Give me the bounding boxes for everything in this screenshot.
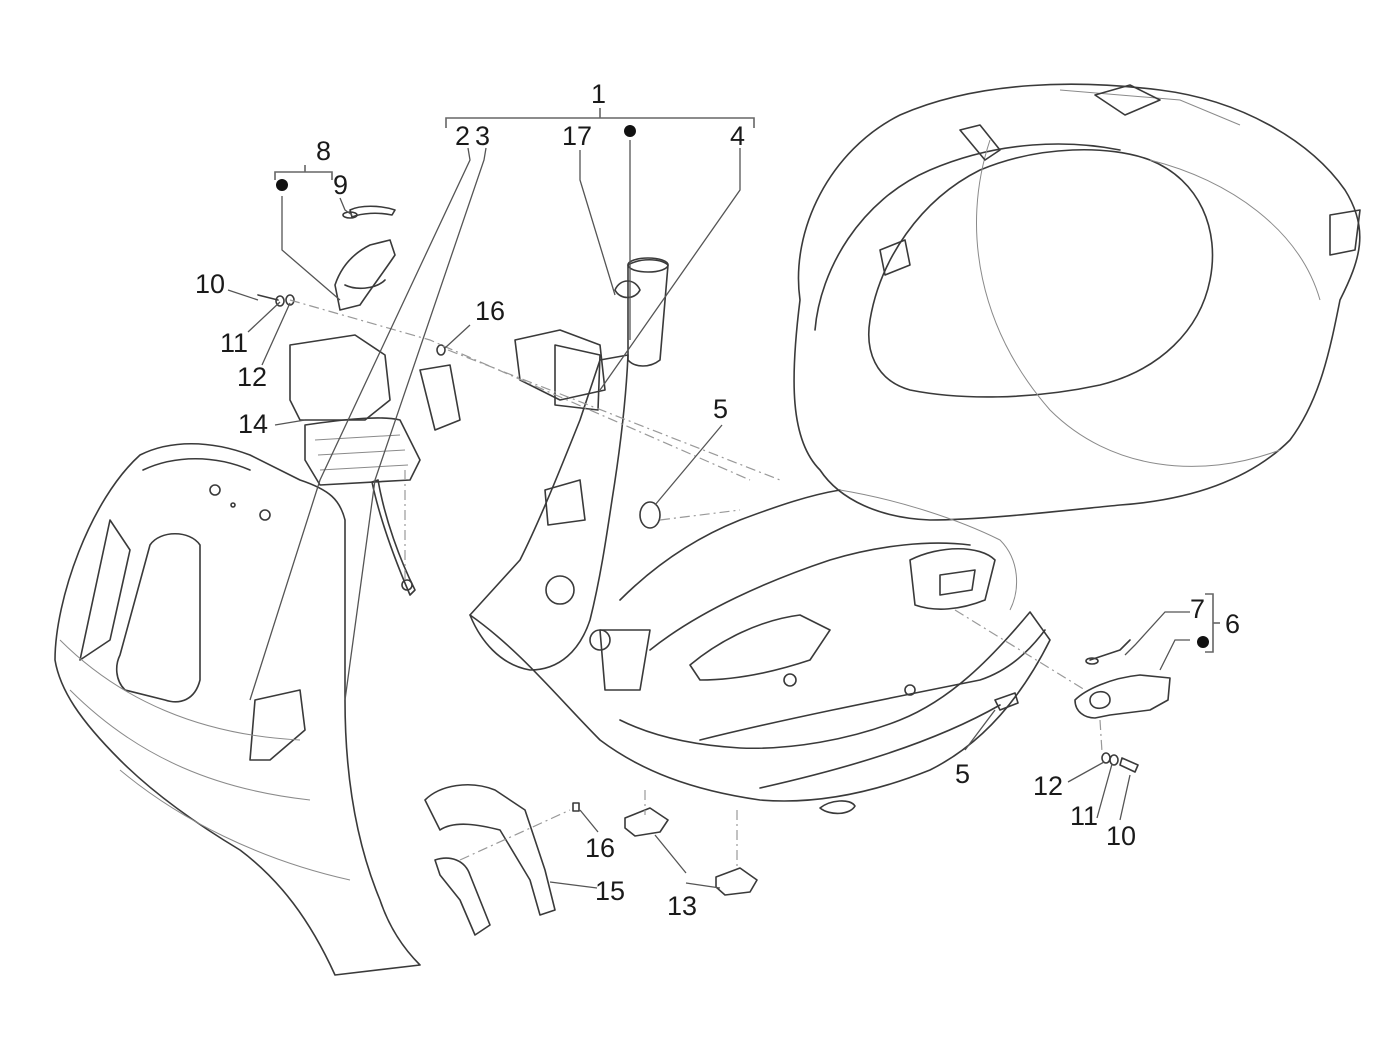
callout-16: 16: [585, 833, 615, 863]
small-parts: [424, 344, 1019, 936]
lock-assembly: [257, 205, 396, 311]
bullet-marker: [1197, 636, 1209, 648]
callout-13: 13: [667, 891, 697, 921]
callout-16: 16: [475, 296, 505, 326]
callout-12: 12: [237, 362, 267, 392]
callout-10: 10: [1106, 821, 1136, 851]
bullet-markers: [276, 125, 1209, 648]
callout-3: 3: [475, 121, 490, 151]
group-brackets: [274, 108, 1220, 653]
callout-9: 9: [333, 170, 348, 200]
callout-5: 5: [955, 759, 970, 789]
bracket-assembly: [289, 334, 461, 596]
frame-body: [469, 83, 1361, 815]
callout-1: 1: [591, 79, 606, 109]
callout-6: 6: [1225, 609, 1240, 639]
callout-10: 10: [195, 269, 225, 299]
leader-lines: [227, 140, 1190, 889]
callout-5: 5: [713, 394, 728, 424]
callout-17: 17: [562, 121, 592, 151]
rear-latch: [1074, 639, 1171, 773]
front-leg-shield: [54, 443, 421, 976]
callout-labels: 1 2 3 4 5 5 6 7 8 9 10 10 11 11 12 12 13…: [195, 79, 1240, 921]
callout-7: 7: [1190, 594, 1205, 624]
callout-12: 12: [1033, 771, 1063, 801]
callout-11: 11: [1070, 801, 1098, 831]
callout-8: 8: [316, 136, 331, 166]
callout-14: 14: [238, 409, 268, 439]
bullet-marker: [276, 179, 288, 191]
callout-11: 11: [220, 328, 248, 358]
bullet-marker: [624, 125, 636, 137]
alignment-lines: [289, 299, 1103, 870]
callout-2: 2: [455, 121, 470, 151]
callout-15: 15: [595, 876, 625, 906]
callout-4: 4: [730, 121, 745, 151]
